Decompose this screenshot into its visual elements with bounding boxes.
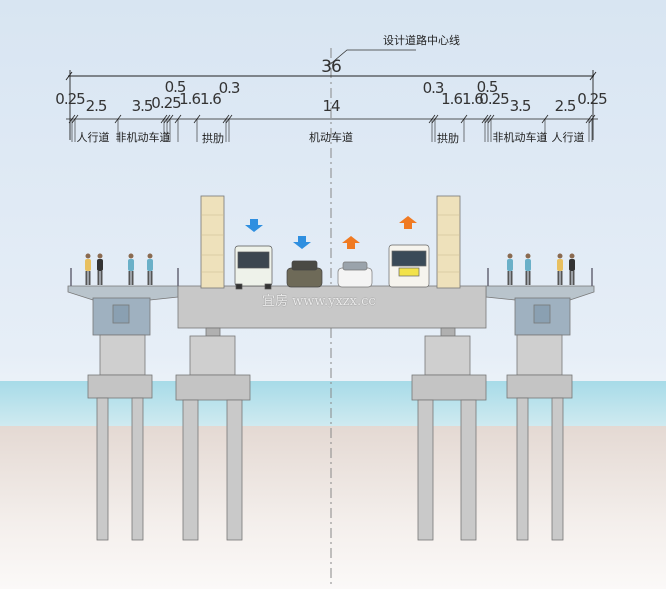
pedestrian-figure xyxy=(147,253,153,285)
dim-left-edge2: 0.25 xyxy=(151,94,181,112)
dim-right-gap: 0.3 xyxy=(422,79,445,97)
zone-right-bike-lane: 非机动车道 xyxy=(492,131,548,144)
dim-right-edge2: 0.25 xyxy=(479,90,509,108)
dim-motor: 14 xyxy=(322,97,340,115)
dim-right-sep: 0.5 xyxy=(476,78,499,96)
car-dark xyxy=(286,260,323,288)
main-bridge-deck xyxy=(175,195,487,541)
watermark: 宜房 www.yxzx.cc xyxy=(262,294,376,309)
down-arrow-icon xyxy=(245,219,263,232)
pedestrians xyxy=(85,253,575,285)
bus-right xyxy=(388,244,430,288)
left-side-bridge xyxy=(67,285,179,541)
overall-dimension-line xyxy=(65,70,597,140)
zone-left-sidewalk: 人行道 xyxy=(76,131,110,144)
dim-left-walk: 2.5 xyxy=(85,97,108,115)
zone-left-bike-lane: 非机动车道 xyxy=(115,131,171,144)
up-arrow-icon xyxy=(399,216,417,229)
bus-left xyxy=(234,245,273,290)
dim-right-rib: 1.61.6 xyxy=(441,90,484,108)
dim-right-bike: 3.5 xyxy=(509,97,532,115)
dim-left-sep: 0.5 xyxy=(164,78,187,96)
dim-left-bike: 3.5 xyxy=(131,97,154,115)
segment-dimension-line xyxy=(66,114,598,142)
left-arch-rib xyxy=(200,195,225,289)
pedestrian-figure xyxy=(128,253,134,285)
pedestrian-figure xyxy=(569,253,575,285)
right-side-bridge xyxy=(485,285,595,541)
total-width-dimension: 36 xyxy=(321,57,342,77)
down-arrow-icon xyxy=(293,236,311,249)
dim-left-rib: 1.61.6 xyxy=(179,90,222,108)
zone-left-arch-rib: 拱肋 xyxy=(202,132,224,145)
dim-right-edge: 0.25 xyxy=(577,90,607,108)
zone-right-arch-rib: 拱肋 xyxy=(437,132,459,145)
pedestrian-figure xyxy=(525,253,531,285)
centerline-label: 设计道路中心线 xyxy=(383,34,460,47)
dim-left-gap: 0.3 xyxy=(218,79,241,97)
up-arrow-icon xyxy=(342,236,360,249)
pedestrian-figure xyxy=(85,253,91,285)
dim-right-walk: 2.5 xyxy=(554,97,577,115)
right-arch-rib xyxy=(436,195,461,289)
pedestrian-figure xyxy=(97,253,103,285)
dim-left-edge: 0.25 xyxy=(55,90,85,108)
pedestrian-figure xyxy=(557,253,563,285)
centerline-leader xyxy=(327,49,416,67)
zone-right-sidewalk: 人行道 xyxy=(551,131,585,144)
car-white xyxy=(337,261,373,288)
zone-motor-lanes: 机动车道 xyxy=(309,131,353,144)
pedestrian-figure xyxy=(507,253,513,285)
